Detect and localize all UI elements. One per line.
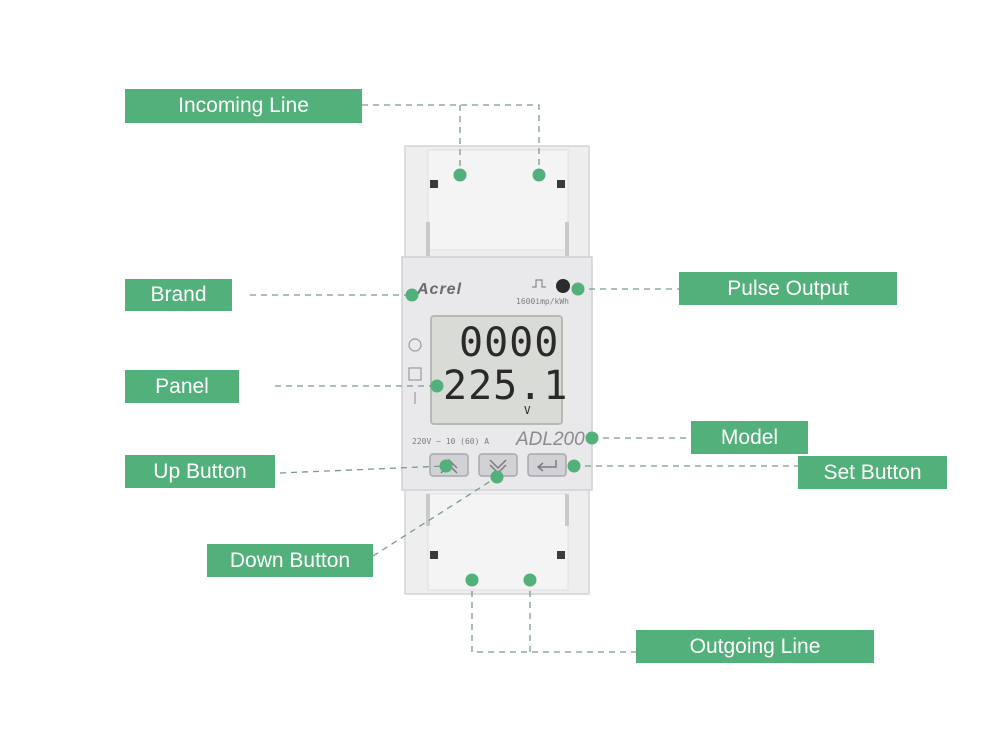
- top-terminal-inner: [427, 149, 569, 251]
- pulse-led: [556, 279, 570, 293]
- label-model: Model: [691, 421, 808, 454]
- brand-logo-text: Acrel: [417, 281, 463, 298]
- bottom-screw-right: [557, 551, 565, 559]
- bottom-screw-left: [430, 551, 438, 559]
- set-button-shape: [527, 453, 567, 477]
- label-up-button: Up Button: [125, 455, 275, 488]
- display-line-2: 225.1: [443, 363, 569, 409]
- up-button-dot: [439, 459, 453, 473]
- outgoing-line-dot-right: [523, 573, 537, 587]
- model-dot: [585, 431, 599, 445]
- display-line-1: 0000: [459, 320, 560, 366]
- top-screw-left: [430, 180, 438, 188]
- rating-text: 220V ~ 10 (60) A: [412, 437, 490, 446]
- pulse-output-dot: [571, 282, 585, 296]
- label-down-button: Down Button: [207, 544, 373, 577]
- label-outgoing-line: Outgoing Line: [636, 630, 874, 663]
- display-unit: V: [524, 404, 532, 417]
- incoming-line-dot-left: [453, 168, 467, 182]
- label-brand: Brand: [125, 279, 232, 311]
- model-text: ADL200: [516, 429, 585, 450]
- top-screw-right: [557, 180, 565, 188]
- label-incoming-line: Incoming Line: [125, 89, 362, 123]
- incoming-line-dot-right: [532, 168, 546, 182]
- panel-dot: [430, 379, 444, 393]
- label-panel: Panel: [125, 370, 239, 403]
- outgoing-line-dot-left: [465, 573, 479, 587]
- pulse-rate-text: 1600imp/kWh: [516, 297, 569, 306]
- set-button-dot: [567, 459, 581, 473]
- lcd-panel: [430, 315, 563, 425]
- label-pulse-output: Pulse Output: [679, 272, 897, 305]
- bottom-terminal-inner: [427, 493, 569, 591]
- down-button-dot: [490, 470, 504, 484]
- brand-dot: [405, 288, 419, 302]
- label-set-button: Set Button: [798, 456, 947, 489]
